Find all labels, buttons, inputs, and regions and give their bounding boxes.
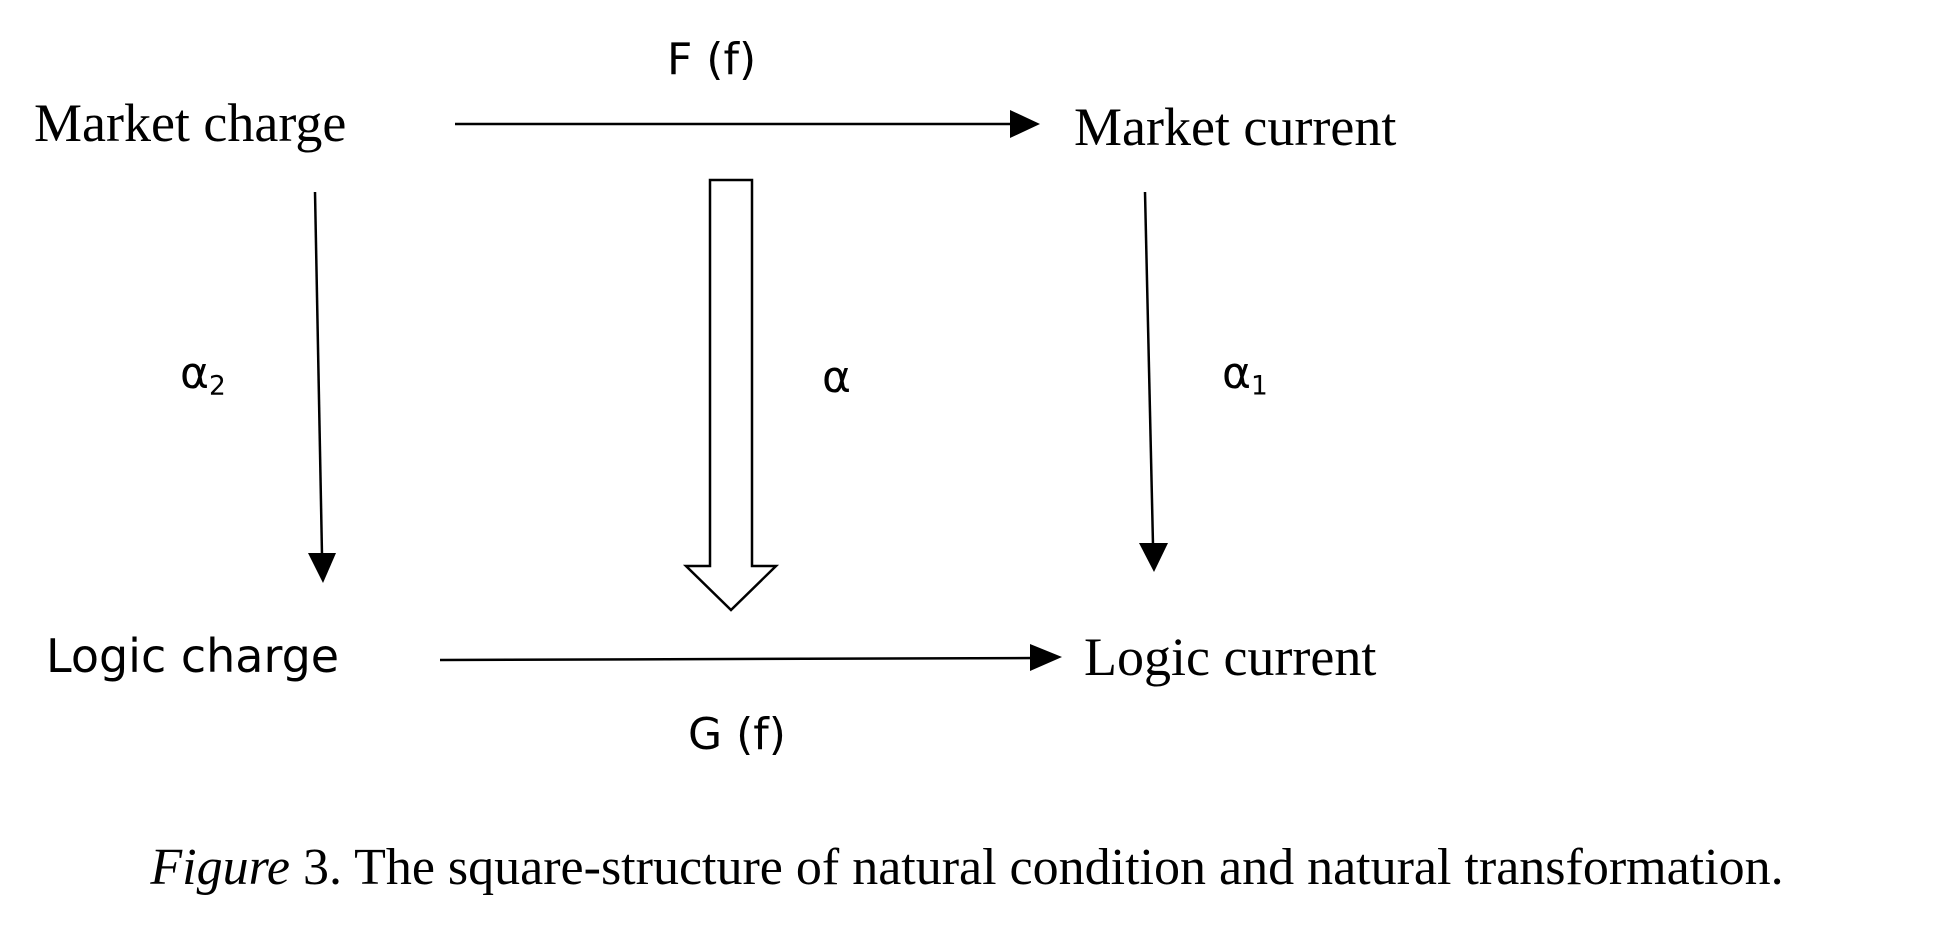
edge-label-top: F (f) [667,34,757,85]
arrow-left-alpha2 [313,191,324,556]
edge-label-right-base: α [1222,348,1252,399]
arrow-left-head [308,553,336,583]
edge-label-middle: α [822,352,852,403]
arrow-right-head [1139,543,1168,572]
arrow-right-alpha1 [1143,191,1155,546]
node-market-charge: Market charge [34,93,347,153]
arrow-bottom-head [1030,644,1062,671]
node-market-current: Market current [1074,97,1397,157]
arrow-bottom-g [439,656,1041,662]
caption-figure-word: Figure [150,839,291,896]
edge-label-left-base: α [180,348,210,399]
edge-label-left: α2 [180,352,226,400]
caption-text: 3. The square-structure of natural condi… [290,839,1784,896]
node-logic-charge: Logic charge [46,629,340,683]
figure-caption: Figure 3. The square-structure of natura… [0,842,1934,894]
node-logic-current: Logic current [1084,627,1377,687]
edge-label-left-sub: 2 [209,370,226,402]
edge-label-right-sub: 1 [1251,370,1268,402]
hollow-arrow-alpha [682,178,780,612]
arrow-top-head [1010,110,1040,138]
edge-label-bottom: G (f) [688,709,786,760]
edge-label-right: α1 [1222,352,1268,400]
